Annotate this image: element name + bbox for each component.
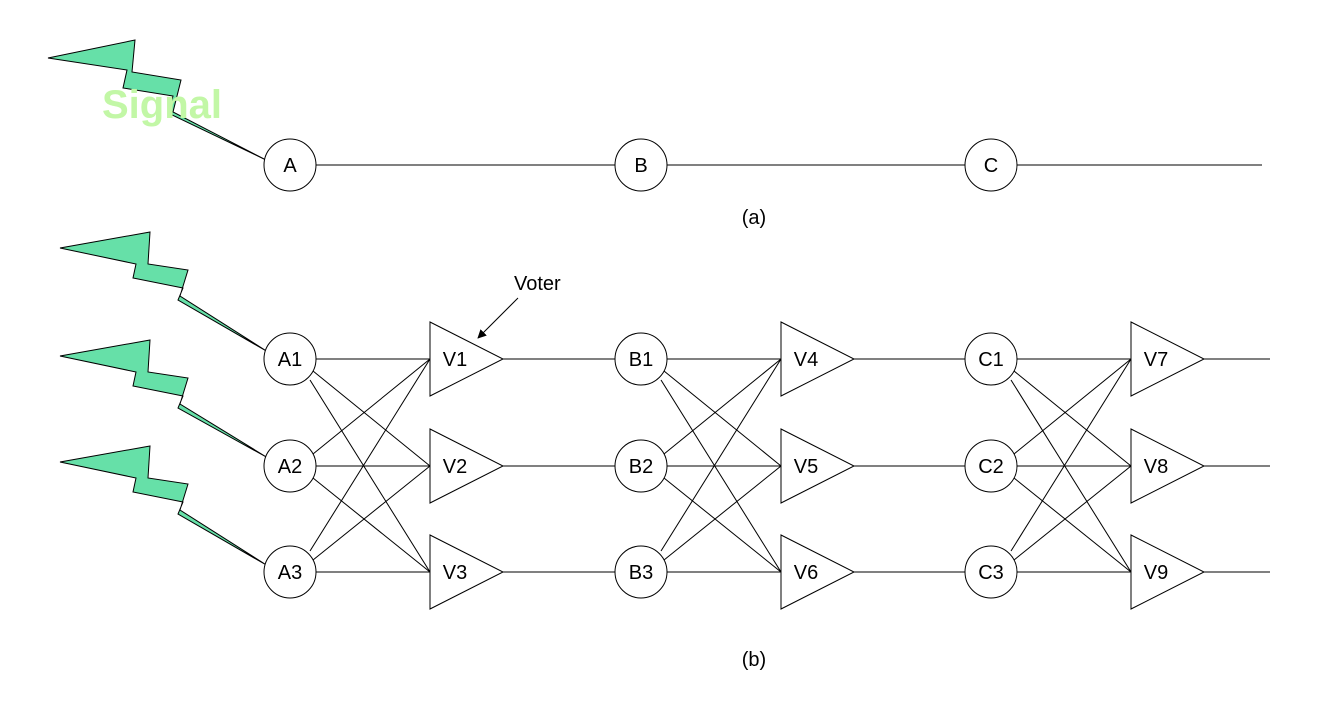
voter-v2: V2 <box>429 428 505 504</box>
stage-c-wiring <box>1010 358 1270 573</box>
svg-text:B3: B3 <box>629 562 653 584</box>
caption-b: (b) <box>742 649 766 671</box>
voter-arrow <box>477 297 519 339</box>
svg-text:V3: V3 <box>443 562 467 584</box>
svg-text:V8: V8 <box>1144 456 1168 478</box>
stage-a-wiring <box>309 358 615 573</box>
node-b: B <box>614 138 668 192</box>
svg-text:C1: C1 <box>978 349 1004 371</box>
lightning-bolt-icon <box>59 231 269 353</box>
svg-text:C: C <box>984 155 998 177</box>
node-a3: A3 <box>263 545 317 599</box>
svg-text:V2: V2 <box>443 456 467 478</box>
voter-v7: V7 <box>1130 321 1206 397</box>
svg-text:V6: V6 <box>794 562 818 584</box>
node-a: A <box>263 138 317 192</box>
svg-text:V4: V4 <box>794 349 818 371</box>
node-c1: C1 <box>964 332 1018 386</box>
stage-b-wiring <box>660 358 966 573</box>
svg-text:C3: C3 <box>978 562 1004 584</box>
svg-text:A: A <box>283 155 297 177</box>
svg-text:B1: B1 <box>629 349 653 371</box>
node-c3: C3 <box>964 545 1018 599</box>
node-b2: B2 <box>614 439 668 493</box>
svg-text:V5: V5 <box>794 456 818 478</box>
svg-text:V9: V9 <box>1144 562 1168 584</box>
svg-text:V7: V7 <box>1144 349 1168 371</box>
svg-text:A3: A3 <box>278 562 302 584</box>
node-b3: B3 <box>614 545 668 599</box>
voter-v9: V9 <box>1130 534 1206 610</box>
node-a2: A2 <box>263 439 317 493</box>
voter-v1: V1 <box>429 321 505 397</box>
node-b1: B1 <box>614 332 668 386</box>
node-a1: A1 <box>263 332 317 386</box>
signal-label: Signal <box>102 83 222 127</box>
part-b-diagram: A1 A2 A3 V1 V2 V3 B1 B2 B3 V4 V5 V6 C1 C… <box>59 231 1270 671</box>
svg-text:B: B <box>634 155 647 177</box>
voter-v3: V3 <box>429 534 505 610</box>
caption-a: (a) <box>742 207 766 229</box>
svg-text:C2: C2 <box>978 456 1004 478</box>
voter-v6: V6 <box>780 534 856 610</box>
voter-v5: V5 <box>780 428 856 504</box>
part-a-diagram: Signal A B C (a) <box>47 39 1262 229</box>
svg-text:V1: V1 <box>443 349 467 371</box>
svg-text:A1: A1 <box>278 349 302 371</box>
voter-v4: V4 <box>780 321 856 397</box>
svg-text:A2: A2 <box>278 456 302 478</box>
node-c: C <box>964 138 1018 192</box>
lightning-bolt-icon <box>59 339 269 459</box>
svg-text:B2: B2 <box>629 456 653 478</box>
voter-v8: V8 <box>1130 428 1206 504</box>
node-c2: C2 <box>964 439 1018 493</box>
lightning-bolt-icon <box>59 445 269 567</box>
voter-annotation: Voter <box>514 273 561 295</box>
